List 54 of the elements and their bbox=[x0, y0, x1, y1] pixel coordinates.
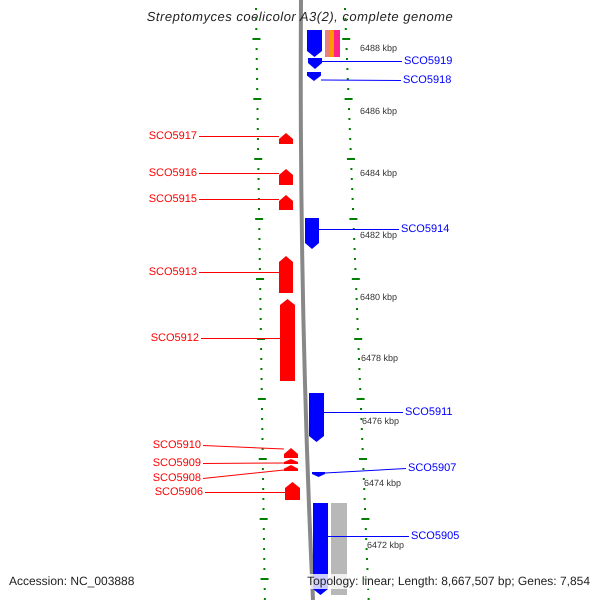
gene-feature bbox=[285, 482, 300, 500]
gene-label: SCO5909 bbox=[152, 457, 201, 470]
gene-label: SCO5912 bbox=[150, 332, 199, 345]
scale-label: 6480 kbp bbox=[360, 292, 398, 303]
genome-info-text: Topology: linear; Length: 8,667,507 bp; Genes: 7,854 bbox=[307, 574, 590, 589]
leader-line bbox=[324, 412, 404, 413]
gene-label: SCO5907 bbox=[408, 462, 456, 475]
feature-bar bbox=[325, 30, 340, 57]
leader-line bbox=[200, 338, 280, 339]
gene-feature bbox=[307, 72, 321, 81]
leader-line bbox=[204, 492, 286, 493]
gene-feature bbox=[280, 299, 295, 381]
scale-label: 6474 kbp bbox=[364, 478, 402, 489]
gene-label: SCO5919 bbox=[404, 55, 452, 68]
gene-feature bbox=[312, 472, 325, 477]
gene-label: SCO5910 bbox=[152, 439, 201, 452]
scale-label: 6482 kbp bbox=[360, 230, 398, 241]
leader-line bbox=[202, 445, 284, 450]
gene-label: SCO5918 bbox=[403, 74, 452, 87]
gene-label: SCO5906 bbox=[154, 486, 203, 499]
scale-label: 6484 kbp bbox=[360, 168, 398, 179]
scale-label: 6488 kbp bbox=[360, 43, 398, 54]
leader-line bbox=[322, 61, 402, 62]
leader-line bbox=[198, 199, 280, 200]
leader-line bbox=[320, 80, 402, 81]
gene-label: SCO5917 bbox=[148, 130, 197, 143]
accession-text: Accession: NC_003888 bbox=[9, 574, 134, 589]
gene-label: SCO5913 bbox=[148, 266, 197, 279]
gene-label: SCO5914 bbox=[401, 223, 450, 236]
scale-label: 6472 kbp bbox=[367, 540, 404, 551]
leader-line bbox=[202, 470, 284, 479]
gene-feature bbox=[279, 195, 293, 210]
gene-feature bbox=[309, 393, 324, 442]
gene-label: SCO5908 bbox=[152, 472, 201, 485]
gene-feature bbox=[279, 256, 293, 293]
leader-line bbox=[198, 173, 280, 174]
gene-feature bbox=[279, 133, 293, 144]
gene-label: SCO5916 bbox=[148, 167, 197, 180]
leader-line bbox=[198, 272, 280, 273]
scale-label: 6478 kbp bbox=[361, 353, 398, 364]
leader-line bbox=[202, 462, 284, 464]
scale-label: 6486 kbp bbox=[360, 106, 398, 117]
title: Streptomyces coelicolor A3(2), complete genome bbox=[146, 9, 454, 25]
leader-line bbox=[198, 136, 280, 137]
gene-label: SCO5905 bbox=[411, 530, 460, 543]
leader-line bbox=[328, 536, 410, 537]
gene-label: SCO5915 bbox=[148, 193, 197, 206]
gene-label: SCO5911 bbox=[405, 406, 452, 419]
gene-feature bbox=[305, 218, 319, 249]
gene-feature bbox=[279, 169, 293, 185]
scale-label: 6476 kbp bbox=[362, 416, 400, 427]
leader-line bbox=[318, 229, 400, 230]
leader-line bbox=[324, 468, 406, 474]
gene-feature bbox=[284, 465, 298, 471]
